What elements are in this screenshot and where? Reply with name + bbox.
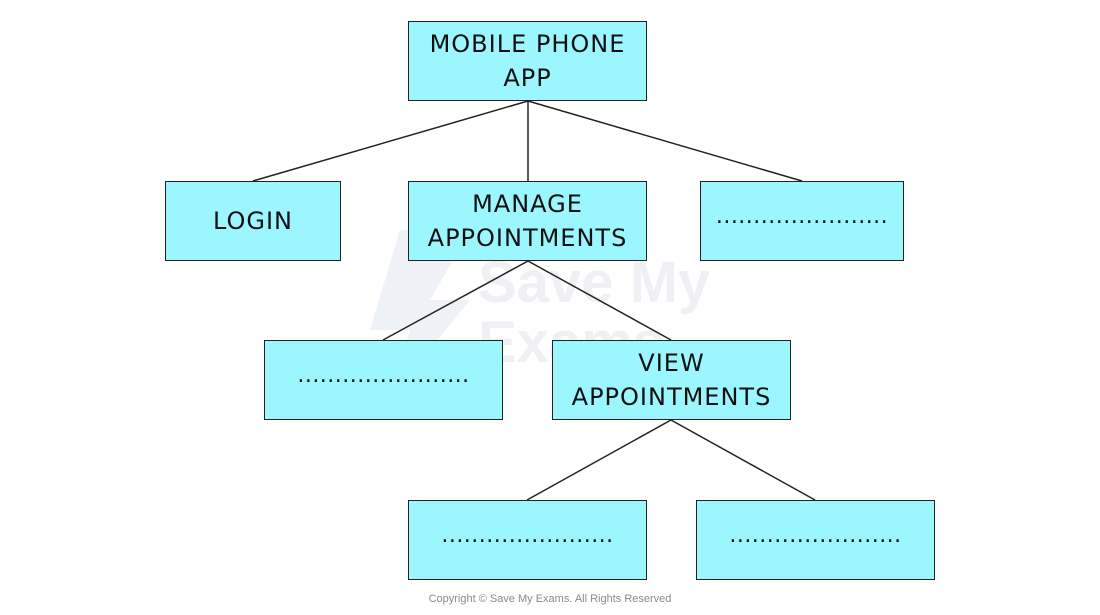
connectors xyxy=(252,100,816,501)
node-login: LOGIN xyxy=(165,181,341,261)
node-blank-top-right: ....................... xyxy=(700,181,904,261)
node-label: ....................... xyxy=(441,523,614,548)
node-mobile-phone-app: MOBILE PHONE APP xyxy=(408,21,647,101)
node-manage-appointments: MANAGE APPOINTMENTS xyxy=(408,181,647,261)
edge-root-blank-top-right xyxy=(527,100,803,182)
edge-manage-view xyxy=(527,260,672,341)
edge-view-blank-bottom-left xyxy=(526,419,672,501)
edge-view-blank-bottom-right xyxy=(670,419,816,501)
node-label: MOBILE PHONE APP xyxy=(429,30,626,92)
node-label: LOGIN xyxy=(212,207,294,235)
node-blank-middle-left: ....................... xyxy=(264,340,503,420)
node-blank-bottom-right: ....................... xyxy=(696,500,935,580)
node-label: ....................... xyxy=(715,204,889,229)
node-blank-bottom-left: ....................... xyxy=(408,500,647,580)
node-label: MANAGE APPOINTMENTS xyxy=(427,190,628,252)
node-label: ....................... xyxy=(297,363,470,388)
watermark-logo-icon xyxy=(370,230,470,405)
node-label: ....................... xyxy=(729,523,902,548)
copyright-notice: Copyright © Save My Exams. All Rights Re… xyxy=(428,593,672,605)
node-label: VIEW APPOINTMENTS xyxy=(571,349,772,411)
node-view-appointments: VIEW APPOINTMENTS xyxy=(552,340,791,420)
edge-root-login xyxy=(252,100,529,182)
edge-manage-blank-middle-left xyxy=(382,260,529,341)
